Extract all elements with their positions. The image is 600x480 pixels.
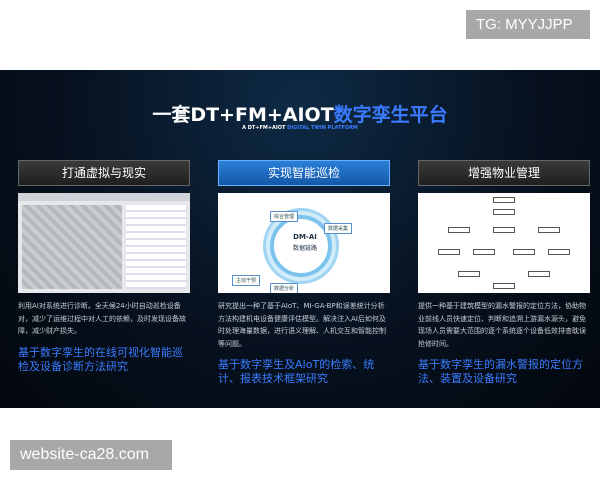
diagram-label: 主动干预 <box>232 275 261 286</box>
column-header: 实现智能巡检 <box>218 160 390 186</box>
watermark-top: TG: MYYJJPP <box>466 10 590 39</box>
column-body: 研究提出一种了基于AIoT、MI-GA-BP和误差统计分析方法构建机电设备健康评… <box>218 302 386 348</box>
column-property-management: 增强物业管理 提供一种基于建筑模型的漏水警报的定位方法，协助物业前线人员快速定位… <box>418 160 590 386</box>
column-header: 打通虚拟与现实 <box>18 160 190 186</box>
subtitle-prefix: A DT+FM+AIOT <box>242 125 288 131</box>
column-body: 利用AI对系统进行诊断。全天候24小时自动巡检设备对，减少了运维过程中对人工的依… <box>18 302 186 335</box>
column-highlight: 基于数字孪生的在线可视化智能巡检及设备诊断方法研究 <box>18 345 183 373</box>
diagram-center-top: DM-AI <box>293 233 317 241</box>
column-highlight: 基于数字孪生的漏水警报的定位方法、装置及设备研究 <box>418 358 583 385</box>
slide-title: 一套DT+FM+AIOT数字孪生平台 <box>0 100 600 127</box>
diagram-label: 数据分析 <box>270 283 299 293</box>
diagram-center-bottom: 数据链路 <box>292 245 317 252</box>
subtitle-suffix: DIGITAL TWIN PLATFORM <box>287 125 358 131</box>
title-prefix: 一套DT+FM+AIOT <box>152 104 334 126</box>
column-highlight: 基于数字孪生及AIoT的检索、统计、报表技术框架研究 <box>218 358 375 385</box>
column-header: 增强物业管理 <box>418 160 590 186</box>
column-smart-inspection: 实现智能巡检 DM-AI 数据链路 综合管理 数据采集 主动干预 数据分析 研究… <box>218 160 390 386</box>
inspection-software-screenshot <box>18 193 190 293</box>
column-virtual-reality: 打通虚拟与现实 利用AI对系统进行诊断。全天候24小时自动巡检设备对，减少了运维… <box>18 160 190 374</box>
diagram-label: 数据采集 <box>324 223 353 234</box>
diagram-label: 综合管理 <box>270 211 299 222</box>
column-body: 提供一种基于建筑模型的漏水警报的定位方法，协助物业前线人员快速定位、判断和追溯上… <box>418 302 586 348</box>
slide-panel: 一套DT+FM+AIOT数字孪生平台 A DT+FM+AIOT DIGITAL … <box>0 70 600 408</box>
dm-ai-diagram: DM-AI 数据链路 综合管理 数据采集 主动干预 数据分析 <box>218 193 390 293</box>
title-suffix: 数字孪生平台 <box>333 104 448 126</box>
slide-subtitle: A DT+FM+AIOT DIGITAL TWIN PLATFORM <box>0 125 600 131</box>
watermark-bottom: website-ca28.com <box>10 440 172 470</box>
leak-flowchart <box>418 193 590 293</box>
